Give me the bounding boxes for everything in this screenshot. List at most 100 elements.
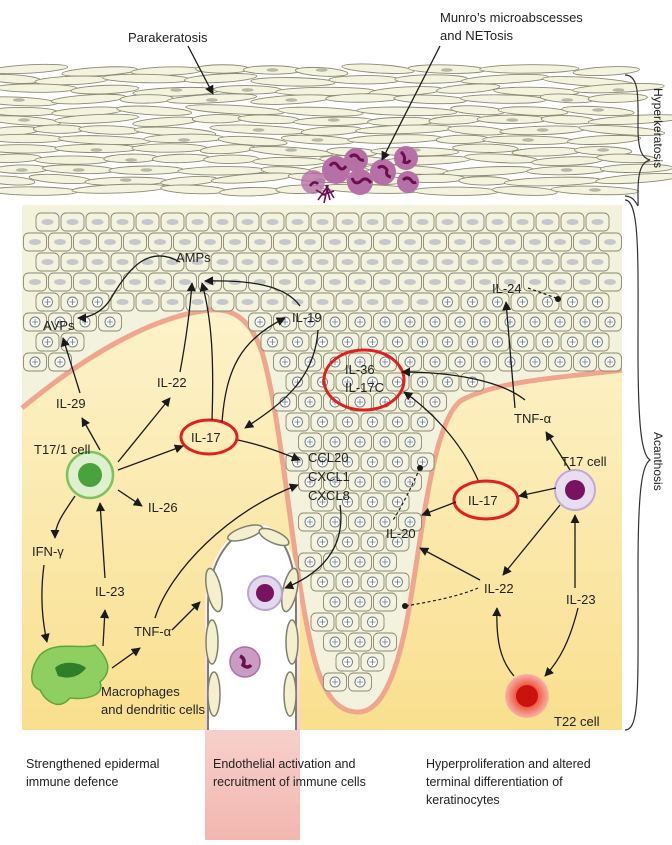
keratinocyte-nucleus: [366, 299, 379, 305]
keratinocyte-nucleus: [554, 239, 566, 245]
keratinocyte-nucleus: [516, 259, 529, 265]
keratinocyte-nucleus: [141, 259, 154, 265]
t17-cell-label: T17 cell: [561, 454, 607, 469]
keratinocyte-nucleus: [591, 259, 604, 265]
keratinocyte-nucleus: [29, 239, 41, 245]
retained-nucleus: [125, 158, 138, 162]
mitotic-figure: [294, 419, 301, 425]
mitotic-figure: [557, 319, 563, 325]
caption-mid-line2: recruitment of immune cells: [213, 775, 366, 789]
mitotic-figure: [344, 579, 351, 585]
mitotic-figure: [382, 359, 388, 365]
t17-1-cell-label: T17/1 cell: [34, 442, 90, 457]
caption-right-line3: keratinocytes: [426, 793, 500, 807]
mitotic-figure: [369, 659, 376, 665]
mitotic-figure: [432, 319, 438, 325]
retained-nucleus: [588, 188, 601, 192]
keratinocyte-nucleus: [604, 279, 616, 285]
mitotic-figure: [357, 319, 363, 325]
keratinocyte-nucleus: [266, 299, 279, 305]
hyperkeratosis-brace: [624, 74, 651, 207]
keratinocyte-nucleus: [454, 239, 466, 245]
keratinocyte-nucleus: [541, 219, 554, 225]
keratinocyte-nucleus: [316, 299, 329, 305]
retained-nucleus: [327, 118, 340, 122]
mitotic-figure: [607, 319, 613, 325]
keratinocyte-nucleus: [566, 259, 579, 265]
mitotic-figure: [357, 559, 363, 565]
mitotic-figure: [257, 319, 263, 325]
corneocyte: [116, 105, 193, 116]
mitotic-figure: [332, 519, 338, 525]
keratinocyte-nucleus: [129, 279, 141, 285]
mitotic-figure: [544, 339, 551, 345]
mitotic-figure: [319, 419, 326, 425]
corneocyte: [479, 64, 580, 74]
corneocyte: [0, 63, 69, 75]
mitotic-figure: [319, 499, 326, 505]
il17-left-highlight: [179, 418, 239, 456]
corneocyte: [587, 114, 672, 126]
keratinocyte-nucleus: [466, 259, 479, 265]
mitotic-figure: [394, 539, 401, 545]
retained-nucleus: [178, 138, 191, 142]
mitotic-figure: [369, 339, 376, 345]
macrophage-shape: [31, 644, 109, 706]
keratinocyte-nucleus: [479, 239, 491, 245]
keratinocyte-nucleus: [454, 279, 466, 285]
keratinocyte-grid: [23, 212, 622, 692]
retained-nucleus: [140, 168, 153, 172]
mitotic-figure: [294, 339, 301, 345]
keratinocyte-nucleus: [354, 239, 366, 245]
parakeratosis-label: Parakeratosis: [128, 30, 208, 45]
mitotic-figure: [344, 339, 351, 345]
mitotic-figure: [444, 339, 451, 345]
keratinocyte-nucleus: [379, 279, 391, 285]
keratinocyte-nucleus: [416, 299, 429, 305]
keratinocyte-nucleus: [341, 219, 354, 225]
corneocyte: [412, 186, 499, 196]
keratinocyte-nucleus: [504, 239, 516, 245]
keratinocyte-nucleus: [191, 299, 204, 305]
keratinocyte-nucleus: [154, 279, 166, 285]
mitotic-figure: [469, 379, 476, 385]
corneocyte: [203, 154, 260, 164]
mitotic-figure: [419, 459, 426, 465]
mitotic-figure: [494, 299, 501, 305]
corneocyte: [294, 66, 349, 77]
keratinocyte-nucleus: [129, 239, 141, 245]
mitotic-figure: [432, 399, 438, 405]
corneocyte: [277, 106, 364, 117]
retained-nucleus: [12, 98, 25, 102]
basement-membrane: [20, 307, 623, 715]
retained-nucleus: [170, 88, 183, 92]
keratinocyte-nucleus: [79, 239, 91, 245]
corneocyte: [578, 124, 666, 136]
mitotic-figure: [107, 319, 113, 325]
mitotic-figure: [332, 599, 338, 605]
keratinocyte-nucleus: [79, 279, 91, 285]
mitotic-figure: [57, 359, 63, 365]
acanthosis-label: Acanthosis: [651, 432, 665, 491]
il17-right-highlight: [452, 479, 520, 521]
keratinocyte-nucleus: [91, 259, 104, 265]
retained-nucleus: [205, 98, 218, 102]
keratinocyte-nucleus: [416, 219, 429, 225]
mitotic-figure: [507, 359, 513, 365]
keratinocyte-nucleus: [491, 219, 504, 225]
mitotic-figure: [369, 619, 376, 625]
acanthosis-brace: [624, 199, 652, 731]
keratinocyte-nucleus: [341, 259, 354, 265]
mitotic-figure: [594, 299, 601, 305]
il17-right-label: IL-17: [468, 493, 498, 508]
keratinocyte-nucleus: [566, 219, 579, 225]
retained-nucleus: [592, 108, 605, 112]
corneocyte: [599, 163, 672, 174]
keratinocyte-nucleus: [241, 299, 254, 305]
keratinocyte-nucleus: [541, 259, 554, 265]
keratinocyte-nucleus: [479, 279, 491, 285]
mitotic-figure: [307, 479, 313, 485]
corneocyte: [567, 134, 641, 145]
ifng-label: IFN-γ: [32, 544, 64, 559]
mitotic-figure: [444, 299, 451, 305]
